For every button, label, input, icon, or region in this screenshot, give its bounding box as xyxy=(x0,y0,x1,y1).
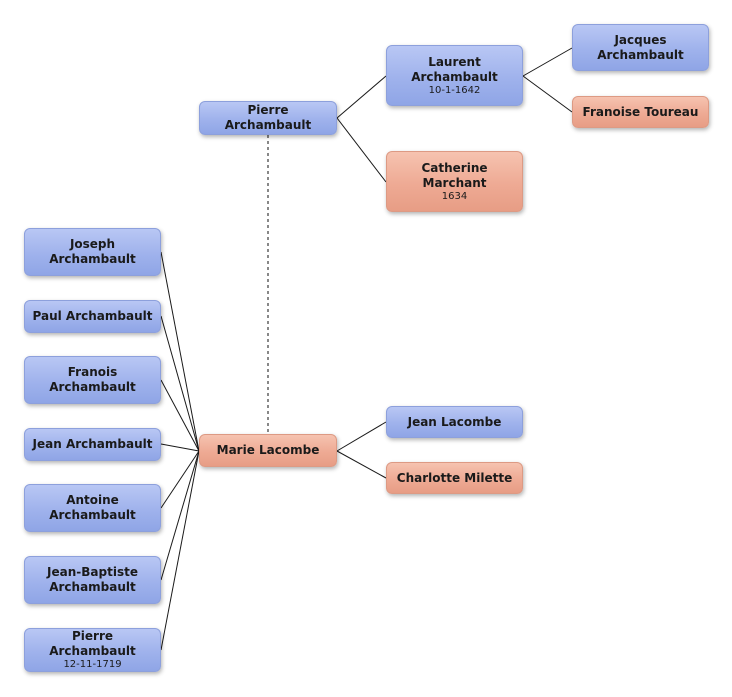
person-name: Franoise Toureau xyxy=(582,104,699,119)
person-name: Jean-Baptiste Archambault xyxy=(47,565,138,594)
person-name: Marie Lacombe xyxy=(216,443,320,457)
link-laurent-jacques xyxy=(522,47,573,77)
link-child-paul xyxy=(160,315,200,452)
person-date: 10-1-1642 xyxy=(428,84,481,96)
link-pierre-catherine xyxy=(336,117,387,183)
link-marie-charlotte xyxy=(336,450,387,479)
link-child-pierre xyxy=(160,450,200,651)
child-node-franois-archambault[interactable]: Franois Archambault xyxy=(24,356,161,404)
link-child-francois xyxy=(160,379,200,452)
person-name: Antoine Archambault xyxy=(49,493,136,522)
person-node-jean-lacombe[interactable]: Jean Lacombe xyxy=(386,406,523,438)
link-laurent-franoise xyxy=(522,75,573,113)
person-node-franoise-toureau[interactable]: Franoise Toureau xyxy=(572,96,709,128)
person-name: Franois Archambault xyxy=(49,365,136,394)
person-name: Jean Lacombe xyxy=(407,414,502,429)
child-node-jean-archambault[interactable]: Jean Archambault xyxy=(24,428,161,461)
person-name: Charlotte Milette xyxy=(396,470,513,485)
person-name: Pierre Archambault xyxy=(49,629,136,658)
person-name: Joseph Archambault xyxy=(49,237,136,266)
child-node-pierre-archambault[interactable]: Pierre Archambault 12-11-1719 xyxy=(24,628,161,672)
person-date: 12-11-1719 xyxy=(63,659,122,670)
link-child-jean-baptiste xyxy=(160,450,200,581)
link-child-antoine xyxy=(160,450,200,509)
person-name: Jacques Archambault xyxy=(597,32,684,62)
person-node-marie-lacombe[interactable]: Marie Lacombe xyxy=(199,434,337,467)
person-name: Laurent Archambault xyxy=(411,54,498,84)
person-node-catherine-marchant[interactable]: Catherine Marchant 1634 xyxy=(386,151,523,212)
person-name: Pierre Archambault xyxy=(224,103,312,132)
person-name: Catherine Marchant xyxy=(421,160,488,190)
link-child-jean xyxy=(160,443,200,452)
child-node-joseph-archambault[interactable]: Joseph Archambault xyxy=(24,228,161,276)
child-node-jean-baptiste-archambault[interactable]: Jean-Baptiste Archambault xyxy=(24,556,161,604)
person-node-pierre-archambault[interactable]: Pierre Archambault xyxy=(199,101,337,135)
child-node-paul-archambault[interactable]: Paul Archambault xyxy=(24,300,161,333)
link-child-joseph xyxy=(160,251,200,452)
person-name: Jean Archambault xyxy=(32,437,153,451)
child-node-antoine-archambault[interactable]: Antoine Archambault xyxy=(24,484,161,532)
person-node-laurent-archambault[interactable]: Laurent Archambault 10-1-1642 xyxy=(386,45,523,106)
person-date: 1634 xyxy=(441,190,468,202)
person-name: Paul Archambault xyxy=(32,309,153,323)
person-node-jacques-archambault[interactable]: Jacques Archambault xyxy=(572,24,709,71)
link-pierre-laurent xyxy=(336,75,387,119)
link-marie-jean-lacombe xyxy=(336,421,387,452)
person-node-charlotte-milette[interactable]: Charlotte Milette xyxy=(386,462,523,494)
